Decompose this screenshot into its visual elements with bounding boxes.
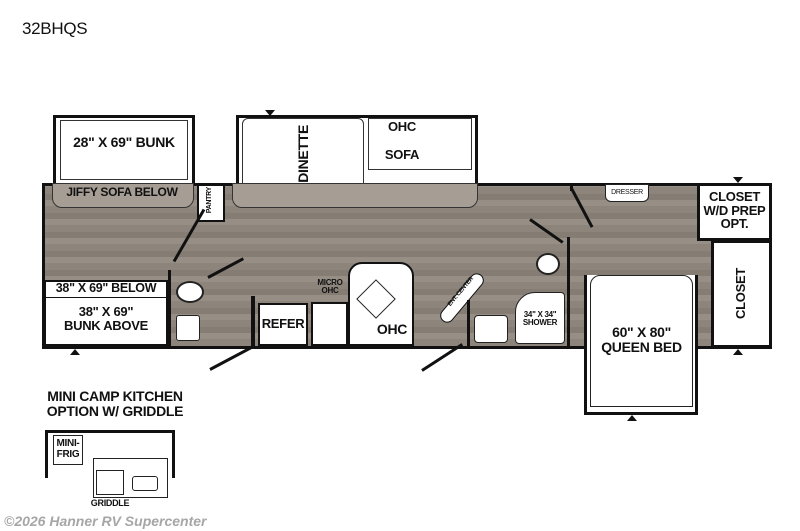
kitchen-ohc-label: OHC [376, 321, 408, 337]
mini-frig [53, 435, 83, 465]
window-marker-icon [733, 177, 743, 183]
shower [515, 292, 565, 344]
griddle-icon [96, 470, 124, 495]
dresser-label: DRESSER [611, 189, 643, 196]
closet-wd-prep [697, 183, 772, 241]
queen-bed-label: 60" X 80" QUEEN BED [601, 324, 682, 355]
option-kitchen [45, 430, 175, 478]
stove-icon [311, 302, 348, 346]
pantry [197, 184, 225, 222]
bunk-mattress [60, 120, 188, 180]
wall [567, 237, 570, 348]
wall [251, 296, 255, 348]
window-marker-icon [70, 349, 80, 355]
queen-bed [590, 275, 693, 407]
mini-frig-label: MINI- FRIG [56, 438, 80, 460]
window-marker-icon [265, 110, 275, 116]
refrigerator [258, 303, 308, 346]
option-title: MINI CAMP KITCHEN OPTION W/ GRIDDLE [46, 388, 184, 419]
wall [467, 300, 470, 348]
rear-bunk [44, 280, 168, 346]
dresser [605, 184, 649, 202]
bunk-above-label: 38" X 69" BUNK ABOVE [64, 304, 148, 333]
toilet-icon [536, 253, 560, 275]
jiffy-sofa-label: JIFFY SOFA BELOW [66, 185, 178, 199]
toilet-icon [176, 281, 204, 303]
dinette-label: DINETTE [295, 125, 311, 183]
sofa-ohc-label: OHC [388, 119, 416, 134]
sofa-label: SOFA [384, 147, 420, 162]
jiffy-sofa [52, 183, 194, 208]
bunk-label: 28" X 69" BUNK [73, 134, 175, 150]
sofa [368, 118, 472, 170]
closet-wd-label: CLOSET W/D PREP OPT. [703, 189, 766, 232]
window-marker-icon [733, 349, 743, 355]
model-title: 32BHQS [22, 19, 88, 38]
griddle-label: GRIDDLE [90, 498, 130, 508]
closet-label: CLOSET [733, 268, 748, 319]
sink-icon [474, 315, 508, 343]
sink-icon [132, 476, 158, 491]
pantry-label: PANTRY [206, 187, 213, 214]
bunk-below-label: 38" X 69" BELOW [44, 281, 168, 299]
sink-icon [176, 315, 200, 341]
refer-label: REFER [261, 316, 305, 331]
wall [168, 270, 171, 348]
watermark: ©2026 Hanner RV Supercenter [4, 513, 207, 529]
dinette-floor [232, 183, 478, 208]
window-marker-icon [627, 415, 637, 421]
shower-label: 34" X 34" SHOWER [522, 310, 558, 328]
micro-ohc-label: MICRO OHC [317, 278, 343, 296]
closet [711, 240, 772, 348]
